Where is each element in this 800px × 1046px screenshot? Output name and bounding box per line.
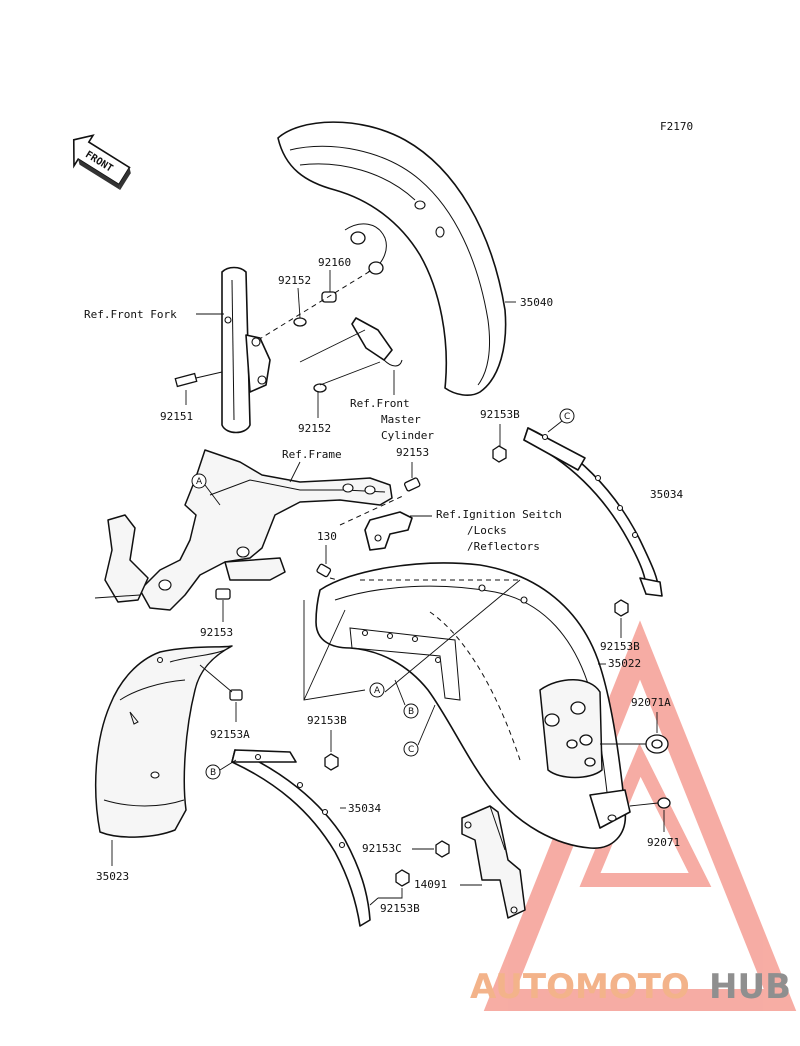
label-35034-lower: 35034 (348, 802, 381, 815)
bolt-130 (316, 563, 332, 578)
ref-ignition-2: /Locks (467, 524, 507, 537)
ref-frame: Ref.Frame (282, 448, 342, 461)
label-92152-top: 92152 (278, 274, 311, 287)
bracket-14091 (461, 805, 526, 919)
callout-c-upper-text: C (564, 412, 570, 422)
label-35023: 35023 (96, 870, 129, 883)
label-14091: 14091 (414, 878, 447, 891)
label-92153C: 92153C (362, 842, 402, 855)
label-35022: 35022 (608, 657, 641, 670)
ref-master-cyl-1: Ref.Front (350, 397, 410, 410)
fender-cover-upper (523, 427, 663, 597)
label-92071A: 92071A (631, 696, 671, 709)
nut-92153B-top (492, 445, 507, 463)
label-92160: 92160 (318, 256, 351, 269)
nut-92153B-mid (614, 599, 629, 617)
rear-fender (315, 562, 631, 849)
callout-a-fender (369, 682, 385, 698)
label-35040: 35040 (520, 296, 553, 309)
label-92153A: 92153A (210, 728, 250, 741)
bolt-92153A (229, 689, 243, 701)
label-92153B-upper: 92153B (307, 714, 347, 727)
bolt-92153-frame (215, 588, 231, 600)
label-92153B-top: 92153B (480, 408, 520, 421)
ref-ignition-3: /Reflectors (467, 540, 540, 553)
label-92153B-lower: 92153B (380, 902, 420, 915)
nut-92153B-upper (324, 753, 339, 771)
grommet-92071 (657, 797, 671, 809)
washer-top (293, 317, 307, 327)
ref-master-cyl-3: Cylinder (381, 429, 434, 442)
label-92151: 92151 (160, 410, 193, 423)
watermark-text: AUTOMOTO HUB (470, 967, 791, 1007)
washer-bottom (313, 383, 327, 393)
callout-a-fender-text: A (374, 686, 381, 696)
watermark-part1: AUTOMOTO (470, 967, 690, 1007)
front-direction-arrow: FRONT (72, 134, 131, 191)
callout-b-fender-text: B (408, 707, 414, 717)
figure-code: F2170 (660, 120, 693, 133)
callout-b-fender (403, 703, 419, 719)
callout-c-fender (403, 741, 419, 757)
ref-ignition-1: Ref.Ignition Seitch (436, 508, 562, 521)
ref-front-fork: Ref.Front Fork (84, 308, 177, 321)
callout-c-upper (559, 408, 575, 424)
frame (94, 449, 393, 611)
fender-cover-lower (231, 749, 371, 927)
label-130: 130 (317, 530, 337, 543)
bolt-92151 (174, 371, 223, 388)
callout-a-frame (191, 473, 207, 489)
callout-a-frame-text: A (196, 477, 203, 487)
ignition-bracket (364, 511, 413, 551)
callout-c-fender-text: C (408, 745, 414, 755)
callout-b-lower (205, 764, 221, 780)
inner-fender (94, 645, 233, 838)
label-92153B-mid: 92153B (600, 640, 640, 653)
watermark-part2: HUB (709, 967, 791, 1007)
label-92071: 92071 (647, 836, 680, 849)
nut-92153C (435, 840, 450, 858)
label-92153-frame: 92153 (200, 626, 233, 639)
label-92153-bracket: 92153 (396, 446, 429, 459)
label-92152-bottom: 92152 (298, 422, 331, 435)
nut-92153B-lower (395, 869, 410, 887)
front-fork (221, 266, 271, 434)
collar-92160 (321, 291, 337, 303)
callout-b-lower-text: B (210, 768, 216, 778)
ref-master-cyl-2: Master (381, 413, 421, 426)
label-35034-upper: 35034 (650, 488, 683, 501)
front-fender (277, 121, 507, 397)
bolt-92153-bracket (403, 477, 421, 492)
